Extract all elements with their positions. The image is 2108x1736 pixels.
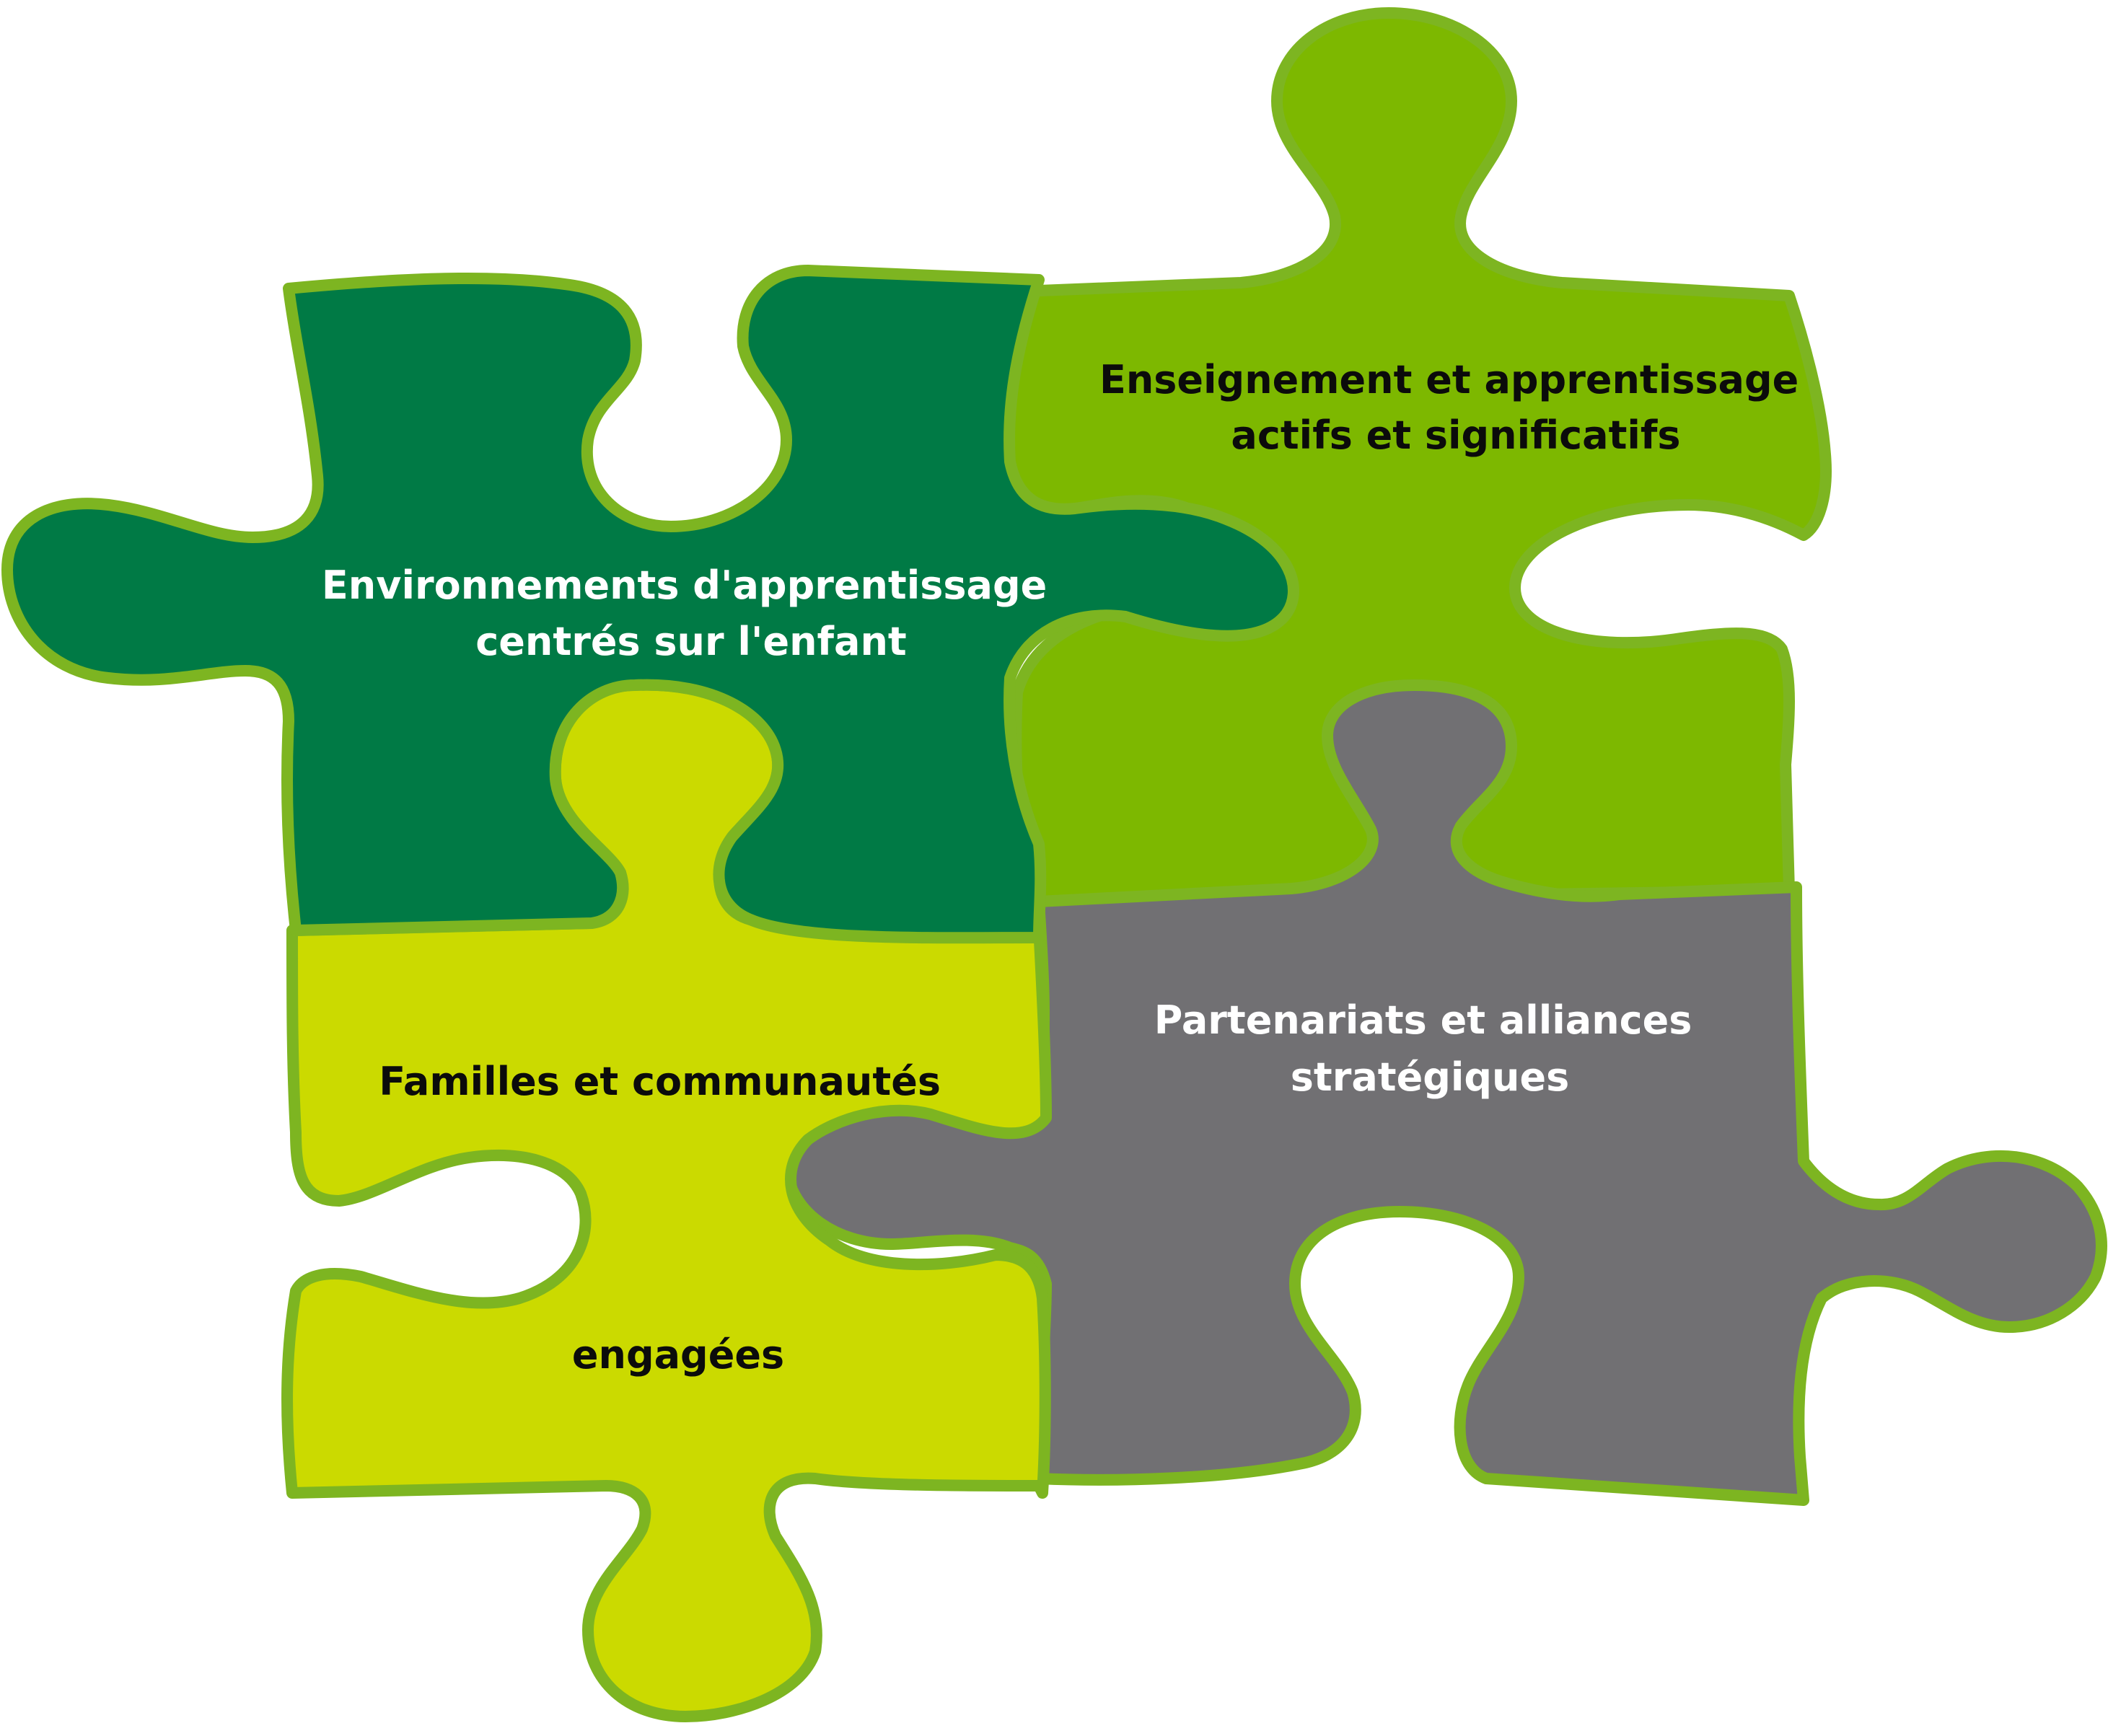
- label-familles: Familles et communautés engagées: [379, 1059, 954, 1378]
- label-partenariats-line-2: stratégiques: [1291, 1054, 1570, 1100]
- piece-partenariats-shape: [781, 679, 2107, 1506]
- label-familles-line-2: engagées: [572, 1332, 784, 1378]
- label-enseignement-line-1: Enseignement et apprentissage: [1099, 357, 1799, 402]
- piece-environnements-shape: [1, 265, 1299, 944]
- label-environnements-line-1: Environnements d'apprentissage: [322, 563, 1047, 608]
- label-familles-line-1: Familles et communautés: [379, 1059, 941, 1104]
- puzzle-piece-environnements: Environnements d'apprentissage centrés s…: [1, 265, 1299, 944]
- puzzle-piece-enseignement: Enseignement et apprentissage actifs et …: [997, 7, 1832, 907]
- label-enseignement-line-2: actifs et significatifs: [1231, 413, 1680, 458]
- label-partenariats: Partenariats et alliances stratégiques: [1154, 997, 1706, 1100]
- label-partenariats-line-1: Partenariats et alliances: [1154, 997, 1692, 1043]
- label-environnements-line-2: centrés sur l'enfant: [475, 619, 906, 664]
- label-enseignement: Enseignement et apprentissage actifs et …: [1099, 357, 1812, 458]
- label-environnements: Environnements d'apprentissage centrés s…: [322, 563, 1060, 664]
- puzzle-piece-partenariats: Partenariats et alliances stratégiques: [781, 679, 2107, 1506]
